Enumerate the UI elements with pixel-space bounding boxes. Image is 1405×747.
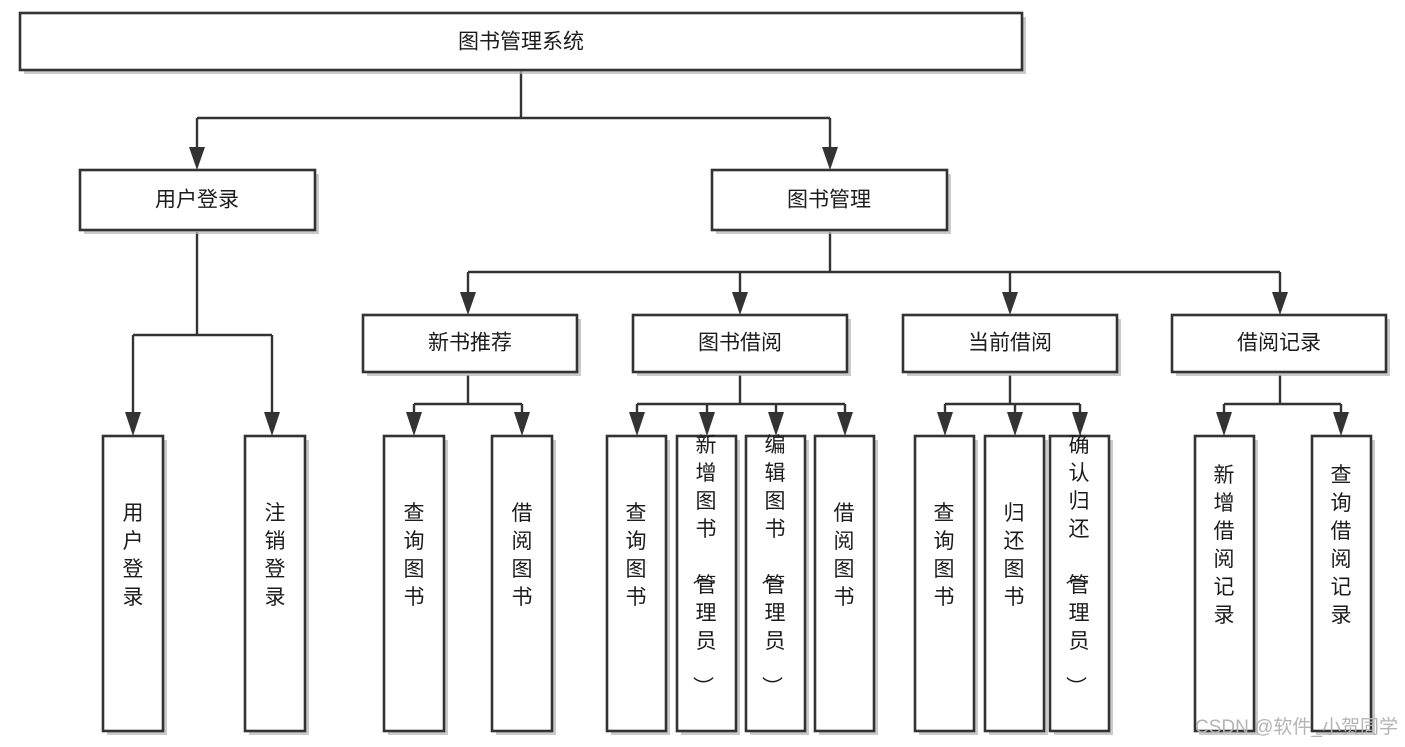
- leaf-logout[interactable]: 注销登录: [243, 434, 309, 735]
- br-box: [1170, 313, 1388, 374]
- arrow-leaf-query-record: [1333, 412, 1349, 436]
- cb-label: 当前借阅: [968, 332, 1052, 355]
- leaf-qb1-label: 查询图书: [404, 502, 425, 609]
- bb-box: [631, 313, 849, 374]
- leaf-query-book-1[interactable]: 查询图书: [382, 434, 448, 735]
- leaf-qb2-label: 查询图书: [626, 502, 647, 609]
- node-root[interactable]: 图书管理系统: [18, 11, 1026, 74]
- csdn-watermark: CSDN @软件_小贺同学: [1195, 716, 1398, 738]
- leaf-qb3-label: 查询图书: [934, 502, 955, 609]
- leaf-borrow-book-2[interactable]: 借阅图书: [813, 434, 878, 735]
- cb-box: [901, 313, 1119, 374]
- node-user-login[interactable]: 用户登录: [78, 168, 319, 234]
- node-book-manage[interactable]: 图书管理: [710, 168, 951, 234]
- arrow-to-book-manage: [822, 147, 838, 170]
- arrow-leaf-return-book: [1007, 412, 1023, 436]
- leaf-return-book-label: 归还图书: [1004, 502, 1025, 609]
- arrow-leaf-query-book-1: [406, 412, 422, 436]
- leaf-return-book[interactable]: 归还图书: [983, 434, 1048, 735]
- leaf-confirm-return-box: [1048, 434, 1111, 733]
- connector-layer: [125, 71, 1349, 436]
- node-borrow-record[interactable]: 借阅记录: [1170, 313, 1390, 376]
- leaf-edit-book-box: [744, 434, 807, 733]
- node-book-borrow[interactable]: 图书借阅: [631, 313, 851, 376]
- node-new-book-recommend[interactable]: 新书推荐: [361, 313, 581, 376]
- leaf-add-book[interactable]: 新增图书（管理员）: [675, 434, 740, 735]
- leaf-edit-book[interactable]: 编辑图书（管理员）: [744, 434, 809, 735]
- arrow-leaf-user-login: [125, 412, 141, 436]
- nbr-box: [361, 313, 579, 374]
- leaf-confirm-return[interactable]: 确认归还（管理员）: [1048, 434, 1113, 735]
- leaf-user-login[interactable]: 用户登录: [101, 434, 167, 735]
- leaf-edit-book-label: 编辑图书（管理员）: [760, 434, 786, 697]
- arrow-leaf-logout: [264, 412, 280, 436]
- leaf-logout-label: 注销登录: [265, 502, 286, 609]
- user-login-box: [78, 168, 317, 232]
- root-box: [18, 11, 1024, 72]
- bb-label: 图书借阅: [698, 332, 782, 355]
- arrow-to-user-login: [189, 147, 205, 170]
- leaf-user-login-label: 用户登录: [123, 502, 144, 609]
- arrow-leaf-borrow-book-2: [837, 412, 853, 436]
- leaf-return-book-box: [983, 434, 1046, 733]
- leaf-query-record[interactable]: 查询借阅记录: [1310, 434, 1375, 735]
- arrow-to-book-borrow: [732, 292, 748, 315]
- arrow-to-current-borrow: [1002, 292, 1018, 315]
- leaf-bb2-label: 借阅图书: [834, 502, 855, 609]
- book-manage-box: [710, 168, 949, 232]
- br-label: 借阅记录: [1237, 332, 1321, 355]
- leaf-user-login-box: [101, 434, 165, 733]
- arrow-leaf-confirm-return: [1072, 412, 1088, 436]
- leaf-query-record-box: [1310, 434, 1373, 733]
- leaf-add-book-box: [675, 434, 738, 733]
- arrow-leaf-query-book-3: [937, 412, 953, 436]
- book-manage-label: 图书管理: [787, 189, 871, 212]
- leaf-query-book-2[interactable]: 查询图书: [605, 434, 670, 735]
- root-label: 图书管理系统: [458, 31, 584, 54]
- leaf-add-book-label: 新增图书（管理员）: [691, 434, 717, 697]
- nbr-label: 新书推荐: [428, 332, 512, 355]
- arrow-leaf-add-record: [1216, 412, 1232, 436]
- arrow-leaf-query-book-2: [629, 412, 645, 436]
- leaf-qb3-box: [913, 434, 976, 733]
- arrow-leaf-borrow-book-1: [514, 412, 530, 436]
- leaf-qb2-box: [605, 434, 668, 733]
- leaf-bb1-label: 借阅图书: [512, 502, 533, 609]
- leaf-confirm-return-label: 确认归还（管理员）: [1064, 434, 1090, 697]
- leaf-query-book-3[interactable]: 查询图书: [913, 434, 978, 735]
- leaf-bb2-box: [813, 434, 876, 733]
- leaf-qb1-box: [382, 434, 446, 733]
- leaf-bb1-box: [490, 434, 554, 733]
- arrow-to-borrow-record: [1272, 292, 1288, 315]
- leaf-query-record-label: 查询借阅记录: [1331, 464, 1352, 627]
- leaf-logout-box: [243, 434, 307, 733]
- user-login-label: 用户登录: [155, 189, 239, 212]
- arrow-leaf-add-book: [699, 412, 715, 436]
- leaf-add-record-label: 新增借阅记录: [1214, 464, 1235, 627]
- arrow-to-new-book-recommend: [460, 292, 476, 315]
- arrow-leaf-edit-book: [768, 412, 784, 436]
- leaf-add-record-box: [1193, 434, 1256, 733]
- leaf-borrow-book-1[interactable]: 借阅图书: [490, 434, 556, 735]
- leaf-add-record[interactable]: 新增借阅记录: [1193, 434, 1258, 735]
- node-current-borrow[interactable]: 当前借阅: [901, 313, 1121, 376]
